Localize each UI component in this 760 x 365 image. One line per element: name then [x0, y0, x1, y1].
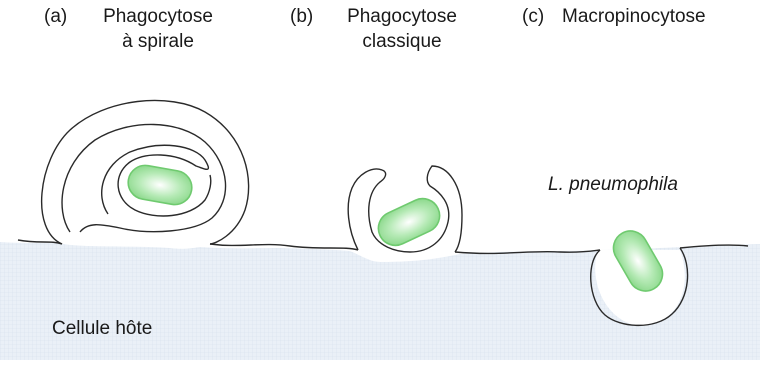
panel-a-letter: (a): [44, 6, 67, 28]
panel-c-letter: (c): [522, 6, 544, 28]
panel-c-title: Macropinocytose: [562, 6, 706, 28]
panel-b-letter: (b): [290, 6, 313, 28]
panel-a-title-line2: à spirale: [90, 31, 226, 53]
panel-b-title-line2: classique: [334, 31, 470, 53]
panel-a-title-line1: Phagocytose: [90, 6, 226, 28]
bacterium-label: L. pneumophila: [548, 174, 678, 196]
panel-b-title-line1: Phagocytose: [334, 6, 470, 28]
host-cell-label: Cellule hôte: [52, 318, 152, 340]
